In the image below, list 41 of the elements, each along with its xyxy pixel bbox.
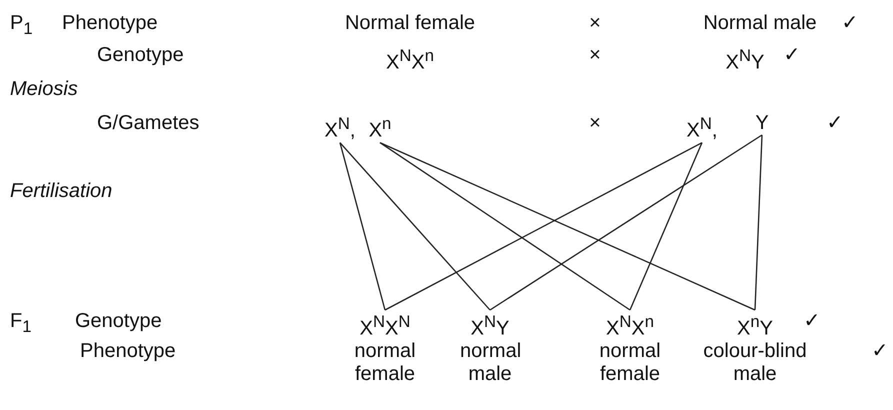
check-mark: ✓ — [842, 12, 858, 35]
fertilisation-line — [380, 142, 756, 311]
fertilisation-line — [384, 142, 702, 311]
check-mark: ✓ — [826, 112, 844, 135]
gamete-genotype: X$^{N}$, — [686, 112, 718, 143]
gamete-genotype: X$^{N}$, — [324, 112, 356, 143]
offspring-genotype: X$^{N}$X$^{N}$ — [360, 310, 410, 341]
genotype-text: X$^{N}$X$^{n}$ — [386, 45, 434, 75]
cross-symbol: × — [589, 112, 601, 135]
row-heading: Phenotype — [62, 12, 158, 35]
check-mark: ✓ — [804, 310, 820, 333]
phenotype-text: Normal male — [703, 12, 817, 35]
offspring-genotype: X$^{N}$Y — [470, 310, 510, 341]
phenotype-text: normal female — [353, 340, 417, 386]
fertilisation-line — [339, 142, 386, 310]
fertilisation-line — [340, 142, 490, 310]
phenotype-text: normal female — [598, 340, 662, 386]
genotype-text: X$^{N}$Y — [726, 45, 764, 75]
stage-heading: Fertilisation — [10, 180, 112, 203]
generation-label: F$_{1}$ — [10, 310, 32, 338]
row-heading: G/Gametes — [97, 112, 200, 135]
phenotype-text: Normal female — [344, 12, 476, 35]
cross-symbol: × — [589, 12, 601, 35]
cross-symbol: × — [589, 44, 601, 67]
row-heading: Genotype — [97, 44, 184, 67]
row-heading: Genotype — [75, 310, 162, 333]
phenotype-text: colour-blind male — [702, 340, 808, 386]
fertilisation-line — [629, 142, 703, 310]
check-mark: ✓ — [784, 44, 800, 67]
fertilisation-line — [754, 134, 763, 310]
fertilisation-line — [490, 134, 762, 311]
stage-heading: Meiosis — [10, 78, 78, 101]
gamete-genotype: Y — [755, 112, 769, 135]
generation-label: P$_{1}$ — [10, 12, 33, 40]
check-mark: ✓ — [872, 340, 888, 363]
offspring-genotype: X$^{N}$X$^{n}$ — [606, 310, 654, 341]
offspring-genotype: X$^{n}$Y — [737, 310, 773, 341]
gamete-genotype: X$^{n}$ — [368, 112, 392, 143]
fertilisation-line — [380, 142, 630, 311]
phenotype-text: normal male — [460, 340, 520, 386]
row-heading: Phenotype — [80, 340, 176, 363]
